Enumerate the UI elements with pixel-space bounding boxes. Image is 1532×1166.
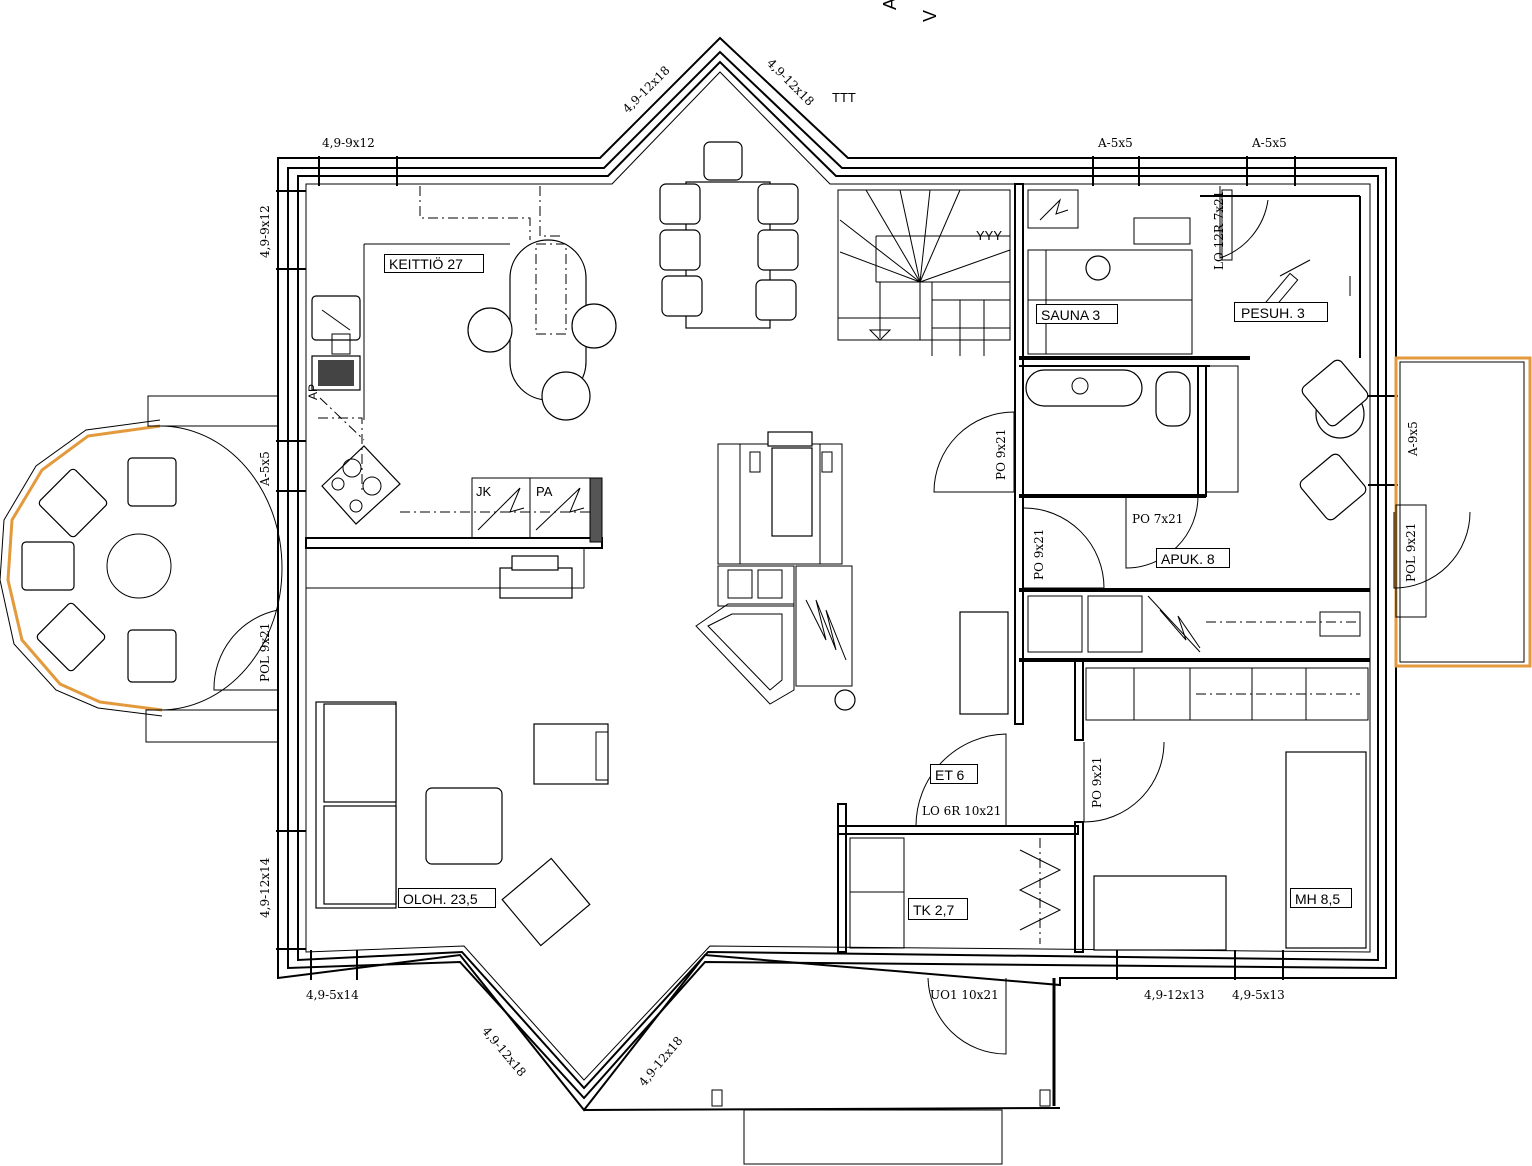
utility-storage xyxy=(1027,595,1369,721)
stairs xyxy=(837,189,1011,356)
door-label: POL 9x21 xyxy=(258,622,272,682)
window-label: 4,9-5x13 xyxy=(1232,988,1285,1002)
closet-bedroom xyxy=(849,751,1367,951)
window-label: A-5x5 xyxy=(1252,136,1287,150)
door-swings xyxy=(213,186,1471,1055)
room-label-washroom: PESUH. 3 xyxy=(1234,302,1328,322)
living-room xyxy=(315,611,1009,947)
interior-walls xyxy=(305,183,1370,953)
window-label: 4,9-12x14 xyxy=(258,857,272,918)
door-label: PO 9x21 xyxy=(994,428,1008,480)
window-marks xyxy=(276,156,1398,980)
mark-ttt: TTT xyxy=(832,90,856,105)
room-label-closet: TK 2,7 xyxy=(908,898,968,920)
front-step xyxy=(583,978,1061,1165)
window-label: 4,9-9x12 xyxy=(322,136,375,150)
door-label: POL 9x21 xyxy=(1404,522,1418,582)
right-porch xyxy=(1394,356,1532,668)
mark-ap: AP xyxy=(306,383,320,400)
room-label-bedroom: MH 8,5 xyxy=(1290,888,1352,908)
room-label-living: OLOH. 23,5 xyxy=(398,888,496,908)
door-label: LO 6R 10x21 xyxy=(922,804,1002,818)
window-label: 4,9-12x13 xyxy=(1144,988,1205,1002)
round-terrace xyxy=(0,395,283,743)
mark-yyy: YYY xyxy=(976,228,1003,243)
sauna-wash xyxy=(1025,189,1369,521)
room-label-utility: APUK. 8 xyxy=(1156,548,1230,568)
mark-jk: JK xyxy=(476,484,492,499)
window-label: A-9x5 xyxy=(1406,421,1420,456)
window-label: A-5x5 xyxy=(1098,136,1133,150)
outer-walls xyxy=(277,36,1397,1112)
window-label: 4,9-5x14 xyxy=(306,988,359,1002)
dining xyxy=(659,141,799,329)
door-label: PO 9x21 xyxy=(1090,756,1104,808)
window-label: 4,9-9x12 xyxy=(258,205,272,258)
door-label: UO1 10x21 xyxy=(930,988,999,1002)
room-label-sauna: SAUNA 3 xyxy=(1036,304,1118,324)
mark-north-v: V xyxy=(920,9,940,22)
room-label-kitchen: KEITTIÖ 27 xyxy=(384,254,484,273)
mark-north-a: A xyxy=(880,0,900,10)
door-label: LO 12R 7x21 xyxy=(1212,190,1226,270)
room-label-entrance: ET 6 xyxy=(930,764,978,784)
terrace-chairs xyxy=(21,457,177,683)
mark-pa: PA xyxy=(536,484,553,499)
kitchen xyxy=(306,186,617,599)
door-label: PO 9x21 xyxy=(1032,528,1046,580)
door-label: PO 7x21 xyxy=(1132,512,1184,526)
fireplace xyxy=(695,431,856,711)
window-label: A-5x5 xyxy=(258,451,272,486)
